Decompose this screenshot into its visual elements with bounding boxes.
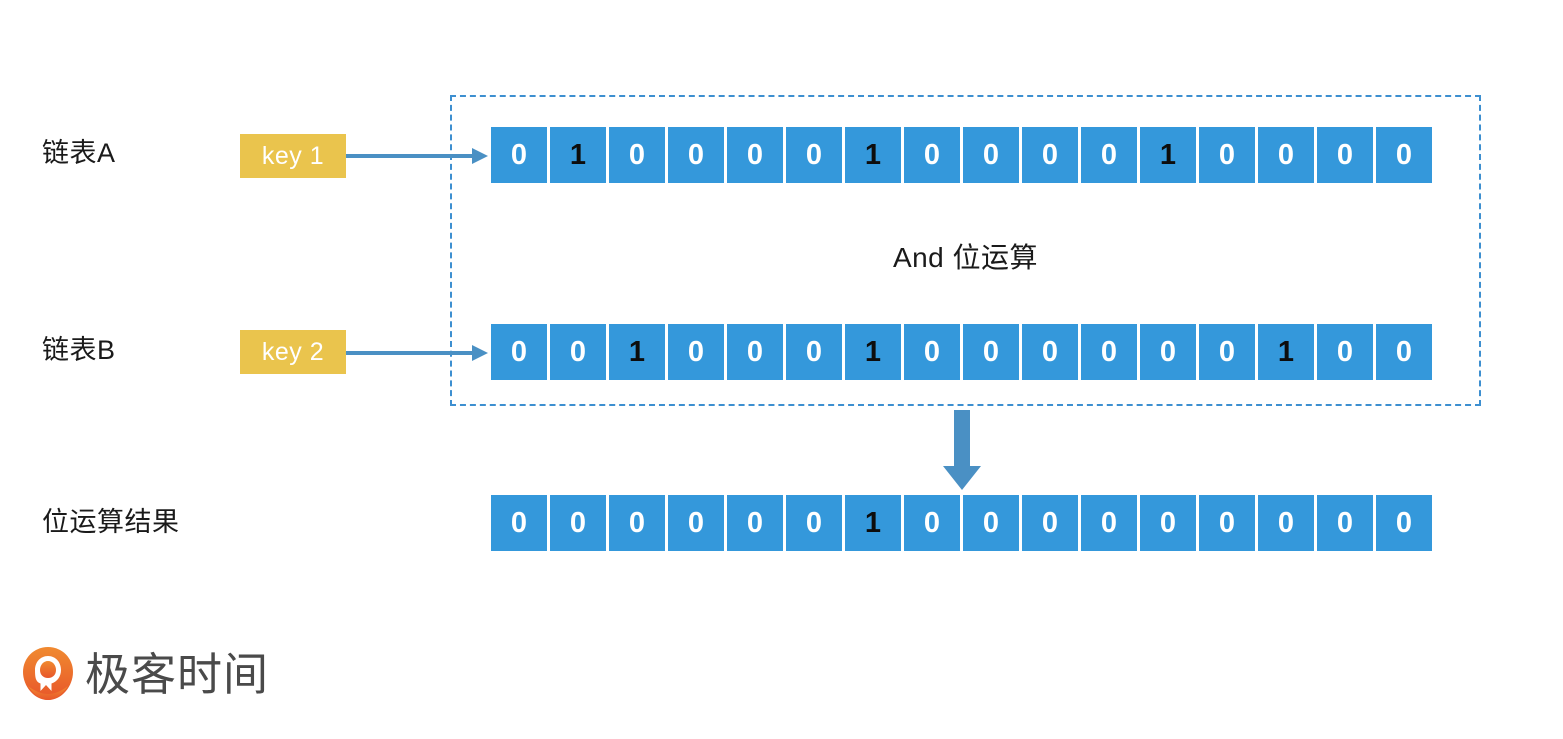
bit-cell: 0 (1022, 495, 1078, 551)
bit-cell: 1 (845, 495, 901, 551)
bit-cell: 0 (1258, 127, 1314, 183)
bit-cell: 0 (727, 324, 783, 380)
bit-cell: 0 (1081, 324, 1137, 380)
bit-cell: 0 (668, 324, 724, 380)
operation-caption: And 位运算 (892, 242, 1039, 273)
bit-cell: 0 (668, 495, 724, 551)
key-chip-label-b: key 2 (261, 337, 325, 366)
bit-cell: 0 (1317, 495, 1373, 551)
arrow-down-icon (943, 410, 981, 490)
bit-cell: 1 (845, 127, 901, 183)
bit-cell: 1 (1140, 127, 1196, 183)
bit-cell: 0 (786, 127, 842, 183)
bit-cell: 0 (1376, 127, 1432, 183)
bit-row-list-a: 0 1 0 0 0 0 1 0 0 0 0 1 0 0 0 0 (491, 127, 1432, 183)
bit-cell: 0 (550, 324, 606, 380)
bit-cell: 0 (904, 127, 960, 183)
row-label-list-a: 链表A (42, 138, 116, 168)
key-chip-label-a: key 1 (261, 141, 325, 170)
bit-cell: 0 (1199, 127, 1255, 183)
bit-cell: 0 (963, 495, 1019, 551)
bit-cell: 0 (1022, 127, 1078, 183)
row-label-result: 位运算结果 (42, 507, 180, 537)
bit-cell: 0 (786, 324, 842, 380)
bit-cell: 0 (963, 127, 1019, 183)
bit-cell: 1 (550, 127, 606, 183)
bit-cell: 0 (1317, 127, 1373, 183)
bit-cell: 0 (727, 495, 783, 551)
bit-cell: 0 (1199, 495, 1255, 551)
geektime-logo-icon (23, 647, 73, 700)
bit-cell: 0 (491, 495, 547, 551)
bit-cell: 0 (1022, 324, 1078, 380)
bit-cell: 1 (845, 324, 901, 380)
bit-cell: 0 (550, 495, 606, 551)
bit-cell: 0 (609, 495, 665, 551)
bit-row-result: 0 0 0 0 0 0 1 0 0 0 0 0 0 0 0 0 (491, 495, 1432, 551)
bit-row-list-b: 0 0 1 0 0 0 1 0 0 0 0 0 0 1 0 0 (491, 324, 1432, 380)
key-chip-list-a: key 1 (240, 134, 346, 178)
key-chip-list-b: key 2 (240, 330, 346, 374)
bit-cell: 0 (786, 495, 842, 551)
bit-cell: 0 (1140, 495, 1196, 551)
bit-cell: 0 (1199, 324, 1255, 380)
bit-cell: 1 (609, 324, 665, 380)
bit-cell: 1 (1258, 324, 1314, 380)
bit-cell: 0 (668, 127, 724, 183)
brand-name: 极客时间 (85, 648, 270, 700)
bit-cell: 0 (1081, 127, 1137, 183)
bit-cell: 0 (1317, 324, 1373, 380)
bit-cell: 0 (1140, 324, 1196, 380)
brand-logo: 极客时间 (22, 646, 269, 702)
bit-cell: 0 (491, 127, 547, 183)
bit-cell: 0 (491, 324, 547, 380)
bit-cell: 0 (963, 324, 1019, 380)
bit-cell: 0 (904, 495, 960, 551)
bit-cell: 0 (727, 127, 783, 183)
bitwise-operands-group (450, 95, 1481, 406)
bit-cell: 0 (1258, 495, 1314, 551)
bit-cell: 0 (609, 127, 665, 183)
bit-cell: 0 (1376, 495, 1432, 551)
bit-cell: 0 (1376, 324, 1432, 380)
row-label-list-b: 链表B (42, 335, 116, 365)
bit-cell: 0 (1081, 495, 1137, 551)
bit-cell: 0 (904, 324, 960, 380)
